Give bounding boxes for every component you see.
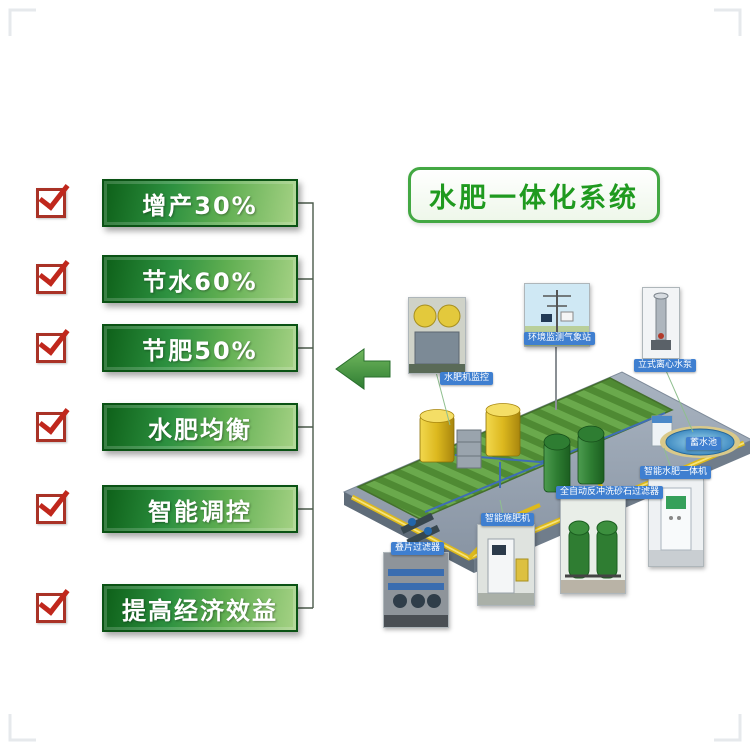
check-icon — [38, 253, 70, 287]
connector-lines — [297, 202, 314, 609]
fertilizer-tank-yellow — [419, 403, 521, 463]
filter-tank-green — [543, 425, 605, 493]
checkbox-icon — [36, 483, 70, 524]
checkbox-icon — [36, 401, 70, 442]
benefit-banner: 提高经济效益 — [102, 584, 298, 632]
flow-arrow-icon — [335, 348, 391, 390]
equipment-tag: 水肥机监控 — [440, 372, 494, 385]
benefit-item: 智能调控 — [36, 483, 308, 533]
benefit-label: 节水60% — [142, 267, 258, 296]
photo-filter-tanks — [560, 497, 626, 594]
title-box: 水肥一体化系统 — [408, 167, 660, 223]
benefit-banner: 节肥50% — [102, 324, 298, 372]
mixing-machine — [456, 429, 482, 469]
benefit-label: 水肥均衡 — [148, 415, 252, 444]
equipment-tag: 叠片过滤器 — [391, 542, 445, 555]
benefit-banner: 水肥均衡 — [102, 403, 298, 451]
equipment-tag: 立式离心水泵 — [634, 359, 697, 372]
photo-dosing-tanks — [408, 297, 466, 374]
benefit-item: 节水60% — [36, 253, 308, 303]
equipment-tag: 智能水肥一体机 — [640, 466, 712, 479]
benefit-item: 节肥50% — [36, 322, 308, 372]
pump-manifold — [400, 512, 441, 547]
photo-fertilizer-machine — [477, 524, 535, 606]
benefit-item: 水肥均衡 — [36, 401, 308, 451]
equipment-tag: 全自动反冲洗砂石过滤器 — [556, 486, 664, 499]
benefit-label: 增产30% — [142, 191, 258, 220]
photo-pump-manifold — [383, 552, 449, 628]
benefit-label: 智能调控 — [148, 497, 252, 526]
check-icon — [38, 401, 70, 435]
equipment-tag: 智能施肥机 — [481, 513, 535, 526]
benefit-banner: 增产30% — [102, 179, 298, 227]
page-title: 水肥一体化系统 — [429, 182, 639, 214]
benefit-banner: 节水60% — [102, 255, 298, 303]
checkbox-icon — [36, 582, 70, 623]
benefit-item: 增产30% — [36, 177, 308, 227]
benefit-banner: 智能调控 — [102, 485, 298, 533]
checkbox-icon — [36, 177, 70, 218]
benefit-label: 节肥50% — [142, 336, 258, 365]
photo-control-cabinet — [648, 477, 704, 567]
checkbox-icon — [36, 322, 70, 363]
check-icon — [38, 582, 70, 616]
check-icon — [38, 177, 70, 211]
checkbox-icon — [36, 253, 70, 294]
benefit-label: 提高经济效益 — [122, 596, 278, 625]
corner-marks — [8, 8, 742, 742]
check-icon — [38, 322, 70, 356]
photo-vertical-pump — [642, 287, 680, 359]
equipment-tag: 蓄水池 — [686, 437, 722, 450]
equipment-tag: 环境监测气象站 — [524, 332, 596, 345]
benefit-item: 提高经济效益 — [36, 582, 308, 632]
check-icon — [38, 483, 70, 517]
